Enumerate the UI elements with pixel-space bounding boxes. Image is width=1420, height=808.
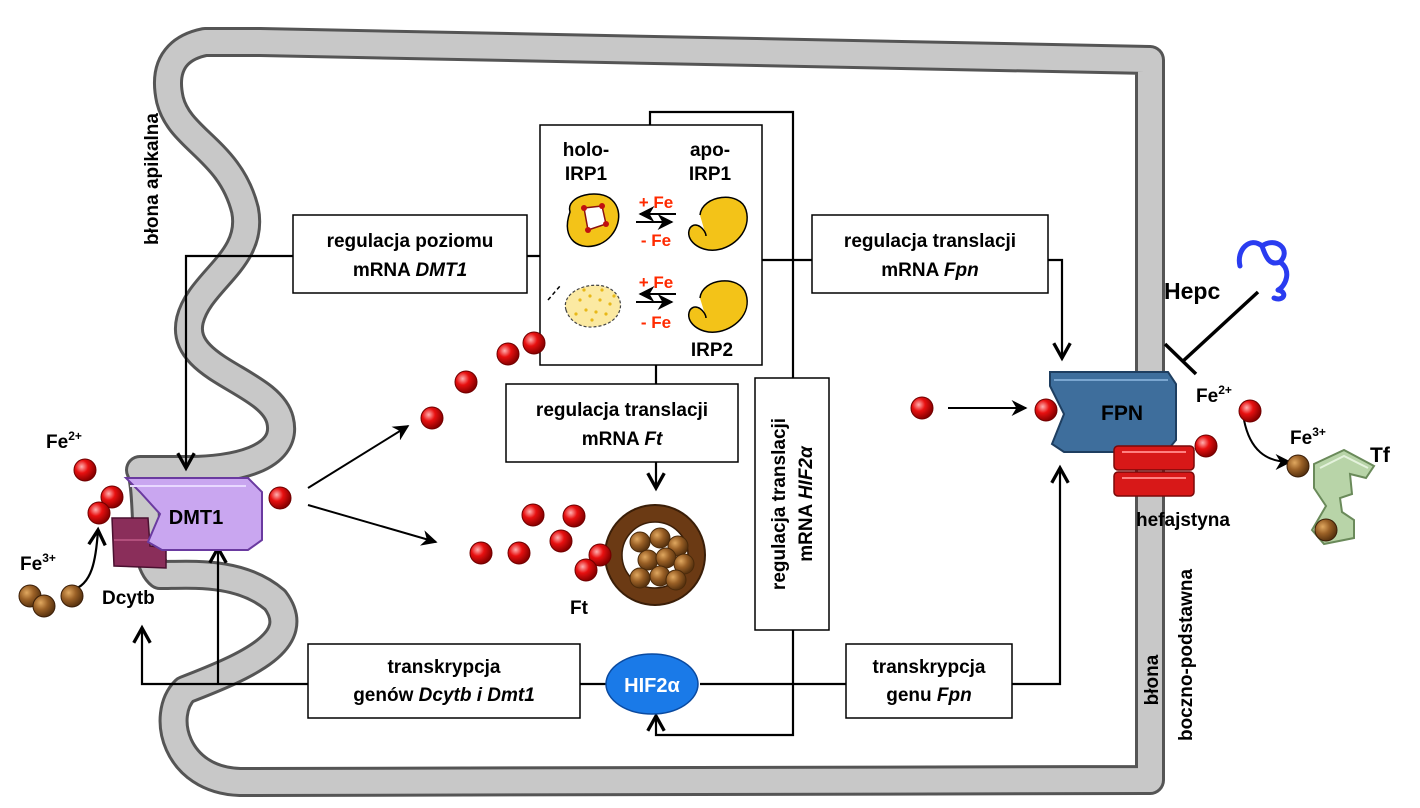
box-hif-regulation: regulacja translacji mRNA HIF2α [754, 377, 830, 631]
fe2-ion [522, 331, 546, 355]
fe3-ions [18, 454, 1338, 618]
fe2-ion [588, 543, 612, 567]
fe3-label-right: Fe3+ [1290, 425, 1326, 449]
plus-fe-label-2: + Fe [639, 273, 674, 292]
fe3-ion [1286, 454, 1310, 478]
fe2-ion [574, 558, 598, 582]
hefajstyna-label: hefajstyna [1136, 510, 1230, 531]
plus-fe-label-1: + Fe [639, 193, 674, 212]
fe3-label-left: Fe3+ [20, 551, 56, 575]
apical-membrane-label: błona apikalna [142, 113, 163, 245]
basolateral-membrane-label-line2: boczno-podstawna [1176, 569, 1197, 741]
fe2-ion [420, 406, 444, 430]
box-dcytb-transcription-line1: transkrypcja [387, 657, 500, 678]
holo-irp1-label-line1: holo- [563, 140, 609, 161]
fe2-ion [507, 541, 531, 565]
box-fpn-transcription-line1: transkrypcja [872, 657, 985, 678]
fe3-ion [32, 594, 56, 618]
irp2-icon [687, 280, 748, 333]
box-fpn-transcription-line2: genu Fpn [886, 685, 972, 706]
fe2-label-right: Fe2+ [1196, 383, 1232, 407]
fe2-ion [454, 370, 478, 394]
box-fpn-regulation-line1: regulacja translacji [844, 231, 1016, 252]
dmt1-label: DMT1 [169, 507, 223, 529]
fe2-ion [73, 458, 97, 482]
holo-irp1-label-line2: IRP1 [565, 164, 608, 185]
minus-fe-label-2: - Fe [641, 313, 671, 332]
apo-irp1-label-line2: IRP1 [689, 164, 732, 185]
box-fpn-transcription: transkrypcja genu Fpn [845, 643, 1013, 719]
hepcidin-inhibition-bar [1163, 342, 1198, 376]
fe-to-pool-arrow [307, 425, 410, 489]
box-dmt1-regulation: regulacja poziomu mRNA DMT1 [292, 214, 528, 294]
fe3-ion [60, 584, 84, 608]
fe2-ion [549, 529, 573, 553]
fe-reduction-arrow [71, 530, 98, 592]
fe2-ion [268, 486, 292, 510]
box-dcytb-transcription-line2: genów Dcytb i Dmt1 [353, 685, 535, 706]
box-hif-regulation-line1: regulacja translacji [769, 418, 790, 590]
hefajstyna-protein [1113, 445, 1195, 497]
box-ft-regulation-line2: mRNA Ft [582, 429, 663, 450]
fe2-ion [1194, 434, 1218, 458]
ferritin [604, 504, 706, 606]
fpn-label: FPN [1101, 402, 1143, 425]
hepcidin-inhibition-line [1180, 290, 1260, 364]
apo-irp1-icon [687, 196, 748, 251]
fe2-ion [100, 485, 124, 509]
box-dcytb-dmt1-transcription: transkrypcja genów Dcytb i Dmt1 [307, 643, 581, 719]
hif2a-oval: HIF2α [605, 653, 699, 715]
fe3-ion [1314, 518, 1338, 542]
box-ft-regulation-line1: regulacja translacji [536, 400, 708, 421]
fe2-ion [496, 342, 520, 366]
fe2-label-left: Fe2+ [46, 429, 82, 453]
fpn-transporter: FPN [1049, 371, 1177, 453]
ft-label: Ft [570, 598, 589, 619]
box-ft-regulation: regulacja translacji mRNA Ft [505, 383, 739, 463]
fe2-ion [910, 396, 934, 420]
fpn-transcription-line [700, 468, 1060, 686]
box-fpn-regulation: regulacja translacji mRNA Fpn [811, 214, 1049, 294]
degraded-irp2-icon [547, 284, 622, 328]
minus-fe-label-1: - Fe [641, 231, 671, 250]
box-dmt1-regulation-line1: regulacja poziomu [327, 231, 494, 252]
irp-top-loop-line [648, 110, 795, 380]
irp-box: holo- IRP1 apo- IRP1 + Fe - Fe [539, 124, 763, 366]
tf-label: Tf [1370, 444, 1391, 467]
hif2a-label: HIF2α [624, 675, 680, 697]
fe2-ion [521, 503, 545, 527]
dmt1-transporter: DMT1 [123, 477, 263, 551]
hepc-label: Hepc [1164, 278, 1220, 304]
dcytb-label: Dcytb [102, 588, 155, 609]
hepcidin-icon [1236, 240, 1290, 302]
basolateral-membrane-label-line1: błona [1142, 654, 1163, 705]
apo-irp1-label-line1: apo- [690, 140, 730, 161]
fe2-ion [469, 541, 493, 565]
fe2-ion [87, 501, 111, 525]
hif-translation-line [656, 630, 795, 737]
fe-oxidation-arrow [1243, 419, 1292, 470]
fe2-ion [1238, 399, 1262, 423]
fe2-ion [562, 504, 586, 528]
fe2-ion [1034, 398, 1058, 422]
box-fpn-regulation-line2: mRNA Fpn [881, 260, 978, 281]
fe-to-ferritin-arrow [307, 504, 438, 546]
irp2-label: IRP2 [691, 340, 733, 361]
box-dmt1-regulation-line2: mRNA DMT1 [353, 260, 467, 281]
box-hif-regulation-line2: mRNA HIF2α [796, 445, 817, 562]
fe2-ions [73, 331, 1262, 582]
holo-irp1-icon [566, 193, 620, 248]
ferritin-iron-core [629, 527, 695, 591]
